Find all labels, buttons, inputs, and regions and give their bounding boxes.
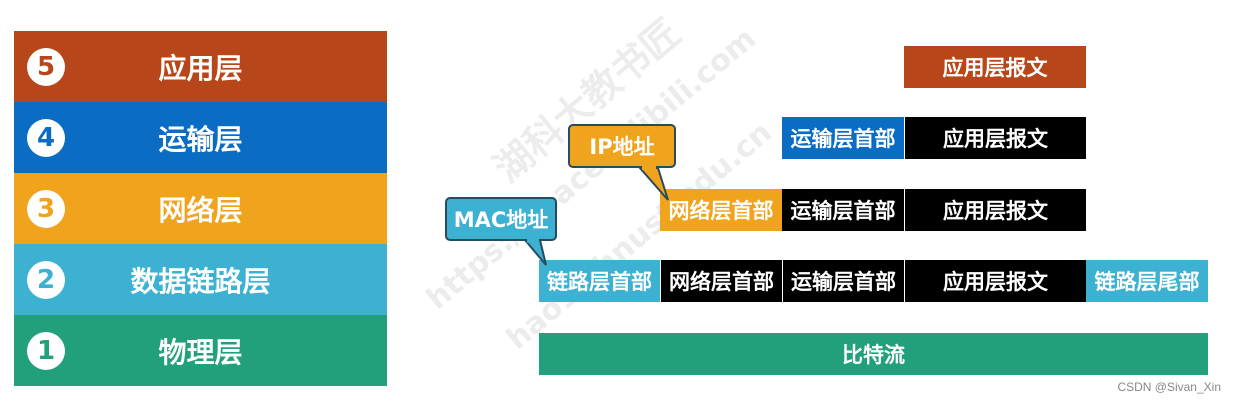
layer-datalink: 2 数据链路层 <box>14 244 387 315</box>
layer-number-badge: 4 <box>27 119 65 157</box>
layer-number-badge: 1 <box>27 332 65 370</box>
layer-network: 3 网络层 <box>14 173 387 244</box>
ip-callout-join <box>642 164 656 170</box>
transport-header-box: 运输层首部 <box>782 189 904 231</box>
bitstream-bar: 比特流 <box>539 333 1208 375</box>
app-message-box: 应用层报文 <box>904 189 1086 231</box>
app-message-box: 应用层报文 <box>904 117 1086 159</box>
layer-physical: 1 物理层 <box>14 315 387 386</box>
app-message-box: 应用层报文 <box>904 260 1086 302</box>
network-header-box: 网络层首部 <box>660 260 782 302</box>
layer-name: 数据链路层 <box>130 264 271 298</box>
layer-name: 物理层 <box>158 335 243 369</box>
layer-number-badge: 2 <box>27 261 65 299</box>
link-trailer-box: 链路层尾部 <box>1086 260 1208 302</box>
link-header-box: 链路层首部 <box>539 260 660 302</box>
credit-text: CSDN @Sivan_Xin <box>1117 380 1221 394</box>
layer-application: 5 应用层 <box>14 31 387 102</box>
ip-callout-pointer <box>637 167 669 201</box>
mac-callout-pointer <box>522 239 547 266</box>
app-message-box: 应用层报文 <box>904 46 1086 88</box>
layer-transport: 4 运输层 <box>14 102 387 173</box>
mac-callout-join <box>527 237 539 243</box>
layer-name: 应用层 <box>158 51 243 85</box>
layer-number-badge: 3 <box>27 190 65 228</box>
layer-name: 运输层 <box>158 122 243 156</box>
transport-header-box: 运输层首部 <box>782 117 904 159</box>
transport-header-box: 运输层首部 <box>782 260 904 302</box>
layer-name: 网络层 <box>158 193 243 227</box>
mac-address-callout: MAC地址 <box>445 197 557 241</box>
layer-number-badge: 5 <box>27 48 65 86</box>
ip-address-callout: IP地址 <box>568 124 676 168</box>
network-header-box: 网络层首部 <box>660 189 782 231</box>
